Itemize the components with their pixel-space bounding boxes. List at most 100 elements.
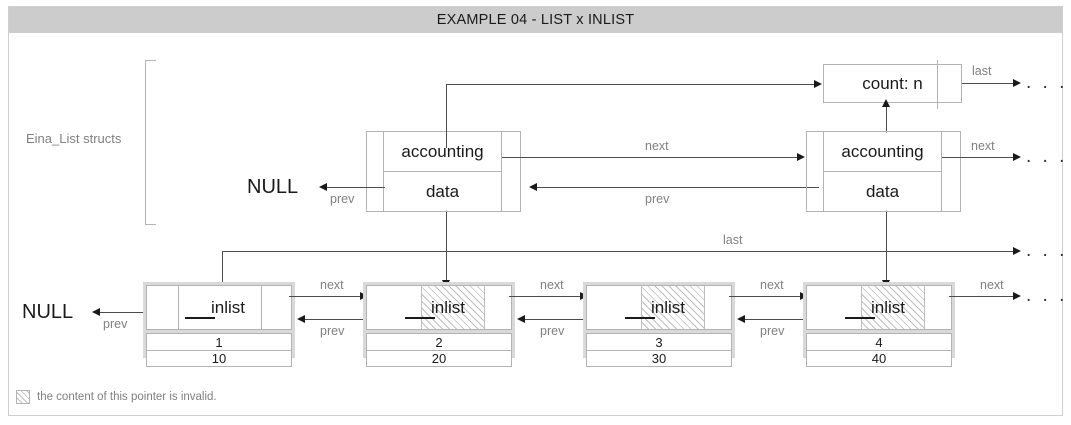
inlist-node-4-value: 40 — [871, 351, 887, 366]
list-struct-2-data: data — [865, 181, 900, 201]
node1-next-label: next — [320, 278, 344, 292]
inlist-node-4-index: 4 — [875, 334, 883, 350]
count-last-line — [962, 83, 1015, 84]
node2-prev-line — [305, 319, 365, 320]
node3-prev-arrowhead — [517, 315, 525, 323]
count-label: count: n — [862, 73, 923, 93]
node4-next-line — [949, 296, 1015, 297]
struct1-prev-label: prev — [330, 192, 355, 206]
struct-next-label: next — [645, 139, 669, 153]
inlist-node-3: inlist 3 30 — [583, 282, 735, 367]
inlist-node-2-pointer-cell: inlist — [366, 285, 512, 330]
node1-div-left — [178, 286, 179, 329]
node4-prev-label: prev — [760, 324, 785, 338]
node4-next-label: next — [980, 278, 1004, 292]
node4-next-arrowhead — [1013, 292, 1021, 300]
inlist-node-2: inlist 2 20 — [363, 282, 515, 367]
node3-prev-label: prev — [540, 324, 565, 338]
eina-list-structs-label: Eina_List structs — [26, 131, 122, 146]
legend: the content of this pointer is invalid. — [16, 390, 217, 404]
struct-next-arrowhead — [797, 153, 805, 161]
inlist-node-3-index-cell: 3 — [586, 333, 732, 350]
legend-text: the content of this pointer is invalid. — [37, 391, 217, 403]
struct2-count-arrowhead — [882, 99, 890, 107]
node1-underscore — [185, 317, 215, 319]
node1-prev-line — [100, 312, 145, 313]
inlist-node-2-index-cell: 2 — [366, 333, 512, 350]
inlist-node-1-value-cell: 10 — [146, 350, 292, 367]
node4-prev-arrowhead — [737, 315, 745, 323]
last-pointer-label: last — [723, 233, 743, 247]
node2-next-label: next — [540, 278, 564, 292]
node4-prev-line — [745, 319, 805, 320]
inlist-node-4-index-cell: 4 — [806, 333, 952, 350]
inlist-node-4-label: inlist — [870, 297, 905, 317]
last-pointer-arrowhead — [1013, 247, 1021, 255]
inlist-node-3-pointer-cell: inlist — [586, 285, 732, 330]
list-struct-1-accounting: accounting — [384, 132, 501, 172]
inlist-node-1-value: 10 — [211, 351, 227, 366]
struct2-next-ellipsis: . . . — [1026, 146, 1068, 167]
inlist-node-2-value: 20 — [431, 351, 447, 366]
list-struct-2: accounting data — [823, 131, 942, 212]
inlist-null-label: NULL — [22, 301, 74, 323]
node3-underscore — [625, 317, 655, 319]
inlist-node-3-index: 3 — [655, 334, 663, 350]
invalid-pointer-hatch — [641, 286, 705, 329]
struct-prev-arrowhead — [529, 183, 537, 191]
node2-prev-arrowhead — [297, 315, 305, 323]
count-last-label: last — [972, 64, 992, 78]
diagram-title: EXAMPLE 04 - LIST x INLIST — [436, 12, 635, 28]
list-struct-1: accounting data — [383, 131, 502, 212]
inlist-node-3-label: inlist — [650, 297, 685, 317]
hatched-square-icon — [16, 390, 30, 404]
eina-list-structs-bracket — [145, 60, 156, 225]
node4-underscore — [845, 317, 875, 319]
node2-next-line — [509, 296, 582, 297]
node1-prev-arrowhead — [92, 308, 100, 316]
last-pointer-vline — [222, 251, 223, 296]
inlist-node-3-value-cell: 30 — [586, 350, 732, 367]
inlist-node-2-label: inlist — [430, 297, 465, 317]
struct-next-line — [502, 157, 799, 158]
struct1-count-vline — [446, 84, 447, 148]
struct1-prev-line — [327, 187, 385, 188]
inlist-node-4: inlist 4 40 — [803, 282, 955, 367]
node1-div-right — [261, 286, 262, 329]
list-struct-2-accounting: accounting — [824, 132, 941, 172]
struct2-prev-label: prev — [645, 192, 670, 206]
struct1-count-arrowhead — [814, 80, 822, 88]
diagram-title-bar: EXAMPLE 04 - LIST x INLIST — [9, 7, 1062, 33]
node3-next-line — [729, 296, 802, 297]
node3-next-label: next — [760, 278, 784, 292]
inlist-node-1-pointer-cell: inlist — [146, 285, 292, 330]
count-last-ellipsis: . . . — [1026, 72, 1068, 93]
invalid-pointer-hatch — [421, 286, 485, 329]
struct1-prev-arrowhead — [319, 183, 327, 191]
inlist-node-2-value-cell: 20 — [366, 350, 512, 367]
struct1-data-vline — [446, 212, 447, 284]
list-struct-1-data: data — [425, 181, 460, 201]
last-pointer-hline — [222, 251, 1015, 252]
struct2-next-line — [942, 157, 1015, 158]
inlist-node-2-index: 2 — [435, 334, 443, 350]
count-box-divider — [937, 60, 938, 109]
struct2-data-vline — [886, 212, 887, 284]
struct2-next-label: next — [971, 139, 995, 153]
struct2-next-arrowhead — [1013, 153, 1021, 161]
node2-prev-label: prev — [320, 324, 345, 338]
struct1-count-hline — [446, 84, 815, 85]
inlist-node-1: inlist 1 10 — [143, 282, 295, 367]
inlist-node-4-pointer-cell: inlist — [806, 285, 952, 330]
struct-prev-line — [537, 187, 819, 188]
count-box: count: n — [823, 60, 962, 109]
count-last-arrowhead — [1013, 79, 1021, 87]
last-pointer-ellipsis: . . . — [1026, 240, 1068, 261]
node3-prev-line — [525, 319, 585, 320]
invalid-pointer-hatch — [861, 286, 925, 329]
inlist-node-1-label: inlist — [210, 297, 245, 317]
node1-next-line — [289, 296, 362, 297]
node2-underscore — [405, 317, 435, 319]
inlist-node-1-index: 1 — [215, 334, 223, 350]
